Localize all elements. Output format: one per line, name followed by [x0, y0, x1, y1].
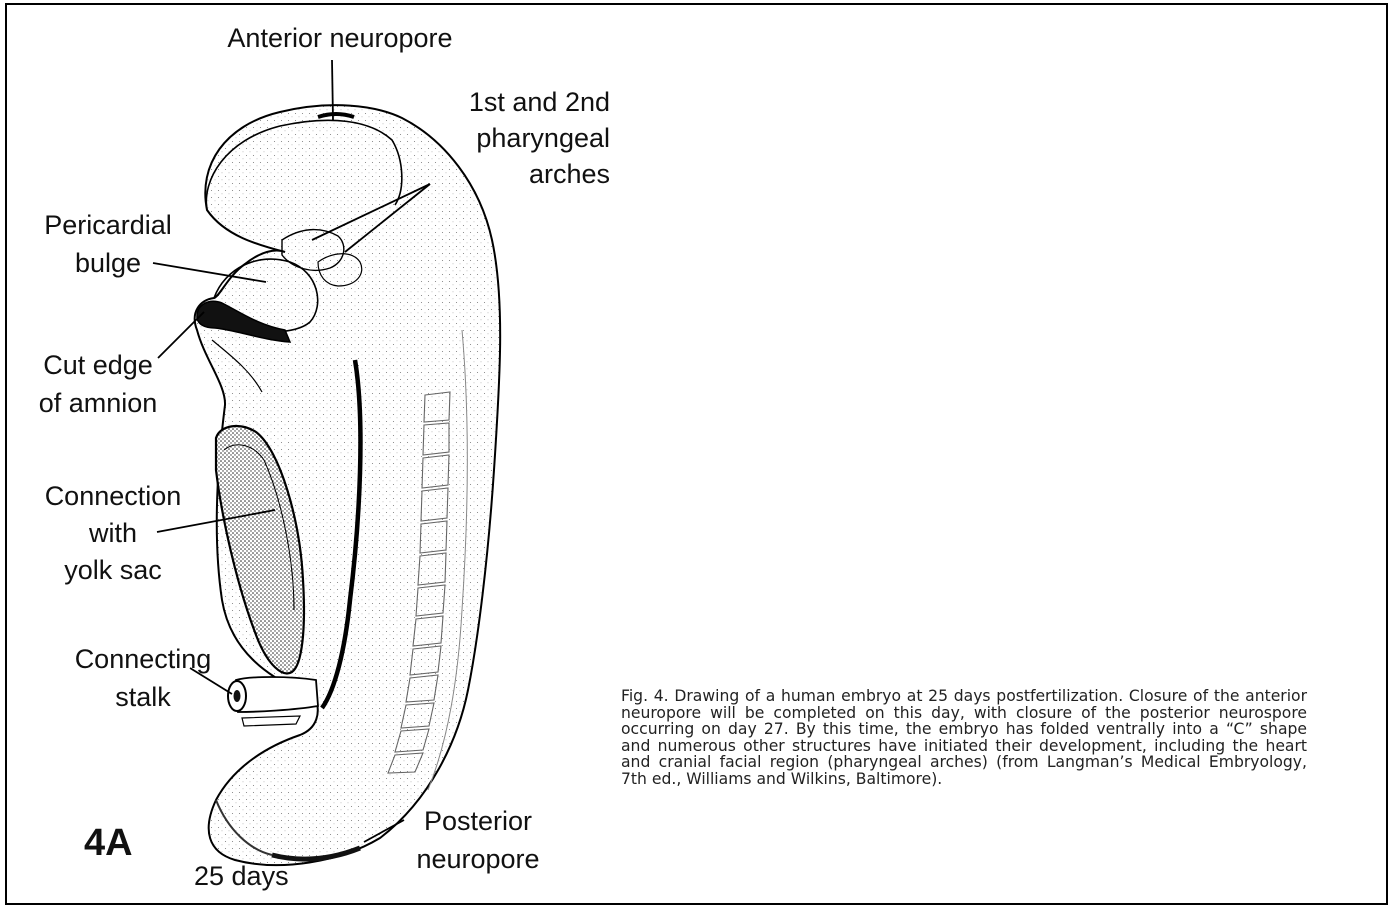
figure-caption: Fig. 4. Drawing of a human embryo at 25 …: [621, 688, 1307, 788]
label-anterior-neuropore: Anterior neuropore: [190, 22, 490, 55]
label-age: 25 days: [194, 860, 289, 893]
label-posterior-neuropore: Posterior neuropore: [398, 802, 558, 878]
label-pharyngeal-arches: 1st and 2nd pharyngeal arches: [400, 84, 610, 192]
connecting-stalk: [236, 677, 318, 712]
figure-label: 4A: [84, 822, 133, 865]
label-cut-edge-amnion: Cut edge of amnion: [18, 346, 178, 422]
label-connecting-stalk: Connecting stalk: [48, 640, 238, 716]
label-pericardial-bulge: Pericardial bulge: [20, 206, 196, 282]
label-connection-yolk-sac: Connection with yolk sac: [38, 478, 188, 589]
